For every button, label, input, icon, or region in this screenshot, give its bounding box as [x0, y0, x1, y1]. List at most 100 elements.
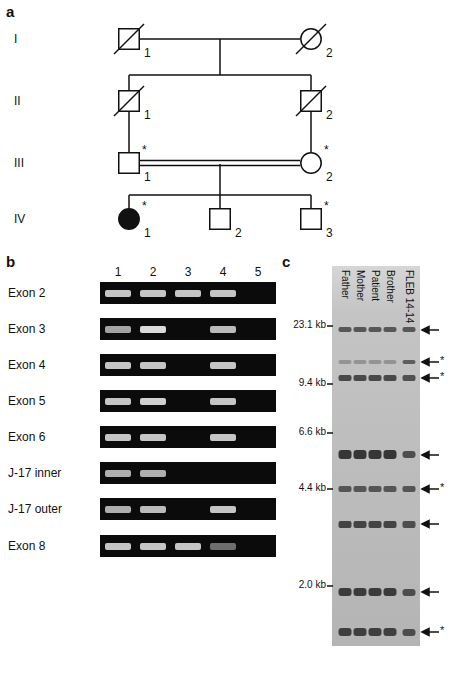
- size-marker: 4.4 kb: [299, 482, 326, 494]
- gel-band: [105, 543, 131, 550]
- individual-number: 2: [235, 226, 242, 240]
- blot-band: [354, 360, 367, 364]
- male-symbol: 1: [118, 90, 140, 112]
- size-marker: 6.6 kb: [299, 426, 326, 438]
- pedigree-shape: [296, 86, 326, 116]
- gel-band: [105, 434, 131, 441]
- gel-strip: [100, 462, 276, 484]
- gel-band: [105, 290, 131, 297]
- blot-band: [339, 628, 352, 636]
- blot-band: [339, 327, 352, 332]
- gel-band: [105, 470, 131, 477]
- blot-band: [339, 360, 352, 364]
- blot-band: [403, 486, 416, 492]
- blot-band: [384, 588, 397, 596]
- gel-strip: [100, 426, 276, 448]
- gel-band: [175, 543, 201, 550]
- gel-band: [105, 326, 131, 333]
- gel-band: [210, 290, 236, 297]
- blot-band: [403, 451, 416, 458]
- sibship-line: [129, 39, 311, 208]
- lane-name: FLEB 14-14: [403, 270, 415, 323]
- gel-strip: [100, 390, 276, 412]
- blot-band: [369, 628, 382, 636]
- generation-numeral: III: [14, 156, 24, 170]
- blot-band: [369, 450, 382, 459]
- pedigree-shape: [300, 90, 322, 112]
- blot-band: [339, 521, 352, 528]
- generation-numeral: I: [14, 32, 17, 46]
- pedigree-shape: [300, 152, 322, 174]
- gel-strip: [100, 498, 276, 520]
- female-symbol: 2: [300, 28, 322, 50]
- exon-label: J-17 inner: [8, 466, 61, 480]
- size-marker: 2.0 kb: [299, 579, 326, 591]
- lane-number: 5: [255, 265, 262, 279]
- gel-band: [140, 543, 166, 550]
- pedigree-shape: [118, 208, 140, 230]
- band-arrow: [422, 327, 429, 334]
- male-symbol: 1: [118, 152, 140, 174]
- gel-strip: [100, 535, 276, 557]
- exon-label: Exon 8: [8, 539, 45, 553]
- gel-strip: [100, 282, 276, 304]
- lane-name: Father: [339, 270, 351, 299]
- pedigree-shape: [301, 209, 322, 230]
- gel-band: [210, 434, 236, 441]
- panel-letter: b: [6, 253, 15, 270]
- blot-band: [369, 521, 382, 528]
- sibship-line: [219, 195, 221, 208]
- size-marker-tick: [327, 383, 333, 385]
- lane-number: 4: [220, 265, 227, 279]
- blot-band: [354, 327, 367, 332]
- blot-band: [384, 360, 397, 364]
- band-arrow: [422, 452, 429, 459]
- pedigree-shape: [119, 209, 139, 229]
- individual-number: 1: [144, 170, 151, 184]
- blot-band: [384, 450, 397, 459]
- carrier-asterisk: *: [324, 199, 329, 213]
- blot-band: [403, 375, 416, 381]
- band-asterisk: *: [440, 370, 444, 383]
- blot-band: [369, 486, 382, 492]
- blot-band: [354, 450, 367, 459]
- consanguineous-mating-line: [140, 161, 300, 166]
- gel-band: [140, 362, 166, 369]
- individual-number: 1: [144, 46, 151, 60]
- band-asterisk: *: [440, 481, 444, 494]
- blot-band: [354, 375, 367, 381]
- individual-number: 2: [326, 46, 333, 60]
- blot-band: [403, 327, 416, 332]
- descent-line: [128, 112, 130, 152]
- sibship-line: [310, 195, 312, 208]
- gel-band: [105, 290, 236, 550]
- blot-band: [339, 327, 416, 636]
- sibship-line: [129, 74, 311, 76]
- band-arrow: [422, 521, 429, 528]
- lane-name: Mother: [354, 270, 366, 301]
- pedigree-shape: [118, 90, 140, 112]
- generation-numeral: IV: [14, 212, 25, 226]
- gel-band: [140, 290, 166, 297]
- gel-strip: [100, 282, 276, 557]
- size-marker: 9.4 kb: [299, 377, 326, 389]
- band-arrow: [422, 589, 429, 596]
- blot-band: [384, 327, 397, 332]
- blot-band: [354, 628, 367, 636]
- band-asterisk: *: [440, 624, 444, 637]
- panel-letter: a: [6, 3, 14, 20]
- male-symbol: 3: [300, 208, 322, 230]
- gel-band: [105, 362, 131, 369]
- sibship-line: [219, 164, 221, 195]
- female-symbol: 1: [118, 208, 140, 230]
- gel-band: [140, 470, 166, 477]
- individual-number: 2: [326, 170, 333, 184]
- gel-band: [210, 543, 236, 550]
- band-arrow: [422, 359, 429, 366]
- sibship-line: [128, 75, 130, 90]
- male-symbol: 1: [118, 28, 140, 50]
- gel-band: [140, 434, 166, 441]
- exon-label: Exon 4: [8, 358, 45, 372]
- exon-label: Exon 5: [8, 394, 45, 408]
